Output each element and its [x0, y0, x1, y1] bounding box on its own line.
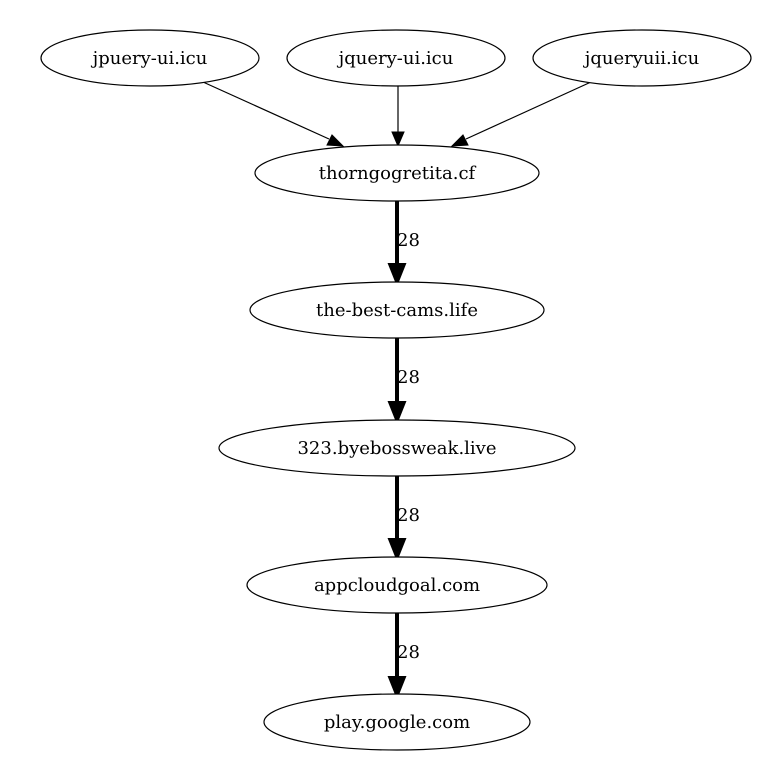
node-label: appcloudgoal.com [314, 575, 480, 596]
node-appcloudgoal-com: appcloudgoal.com [246, 556, 548, 614]
node-label: jqueryuii.icu [583, 48, 699, 69]
node-label: jquery-ui.icu [337, 48, 454, 69]
node-play-google-com: play.google.com [263, 693, 531, 751]
node-jqueryuii-icu: jqueryuii.icu [532, 29, 752, 87]
edge-jpuery-to-thorngogretita [202, 81, 345, 147]
node-jpuery-ui-icu: jpuery-ui.icu [40, 29, 260, 87]
node-label: jpuery-ui.icu [91, 48, 208, 69]
edge-label: 28 [397, 367, 420, 388]
node-jquery-ui-icu: jquery-ui.icu [286, 29, 506, 87]
edge-appcloudgoal-to-play-google: 28 [387, 613, 420, 700]
edge-the-best-cams-to-323-byebossweak: 28 [387, 338, 420, 425]
node-323-byebossweak-live: 323.byebossweak.live [218, 419, 576, 477]
edge-label: 28 [397, 230, 420, 251]
edge-323-byebossweak-to-appcloudgoal: 28 [387, 476, 420, 562]
node-label: 323.byebossweak.live [297, 438, 496, 459]
node-label: play.google.com [324, 712, 470, 733]
edge-thorngogretita-to-the-best-cams: 28 [387, 201, 420, 287]
node-thorngogretita-cf: thorngogretita.cf [254, 144, 540, 202]
node-the-best-cams-life: the-best-cams.life [249, 281, 545, 339]
edge-label: 28 [397, 642, 420, 663]
edge-label: 28 [397, 505, 420, 526]
node-label: thorngogretita.cf [319, 163, 477, 184]
edge-jqueryuii-to-thorngogretita [450, 81, 592, 147]
edge-jquery-to-thorngogretita [391, 86, 405, 148]
node-label: the-best-cams.life [316, 300, 478, 321]
